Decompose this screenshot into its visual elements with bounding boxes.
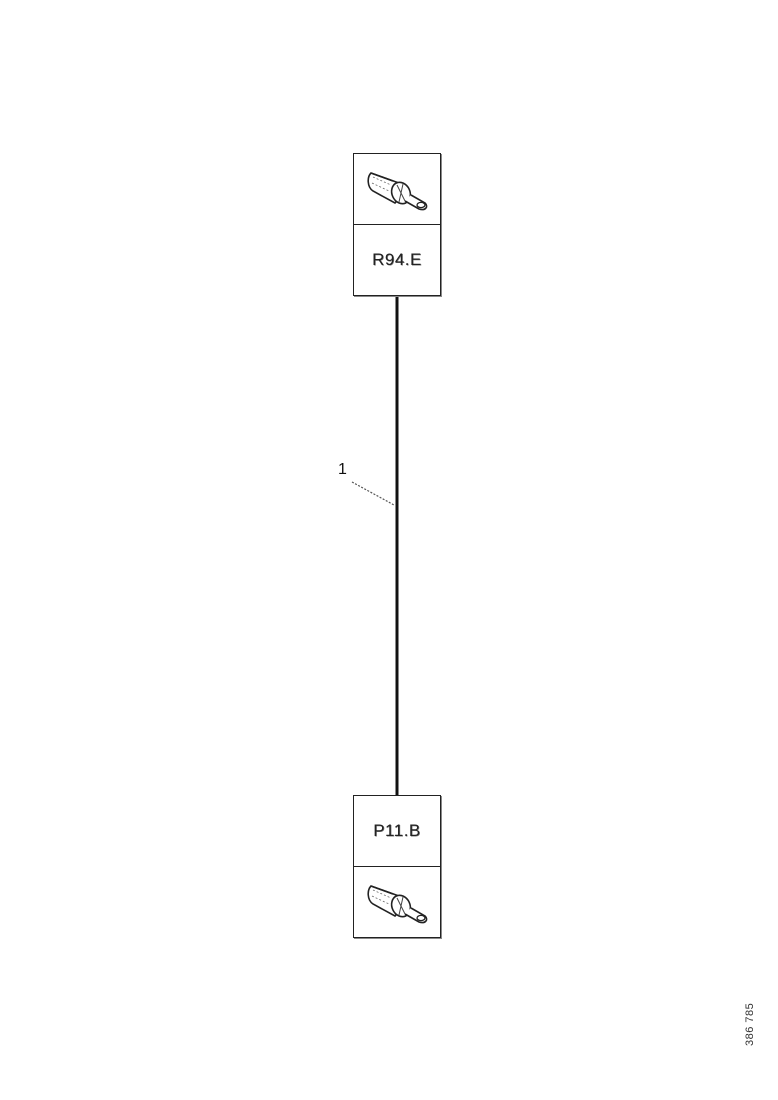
connector-p11b: P11.B (353, 795, 441, 938)
connector-p11b-id: P11.B (354, 796, 440, 866)
connector-label: R94.E (372, 250, 422, 269)
wire-number-label: 1 (338, 461, 347, 478)
connector-r94e: R94.E (353, 153, 441, 296)
ring-terminal-icon (367, 172, 428, 211)
connector-r94e-id: R94.E (354, 224, 440, 295)
connector-p11b-terminal (354, 866, 440, 937)
document-reference-number: 386 785 (744, 1002, 756, 1046)
connector-r94e-terminal (354, 154, 440, 224)
wire-number-leader (351, 481, 395, 506)
connector-label: P11.B (373, 821, 421, 840)
ring-terminal-icon (367, 885, 428, 924)
